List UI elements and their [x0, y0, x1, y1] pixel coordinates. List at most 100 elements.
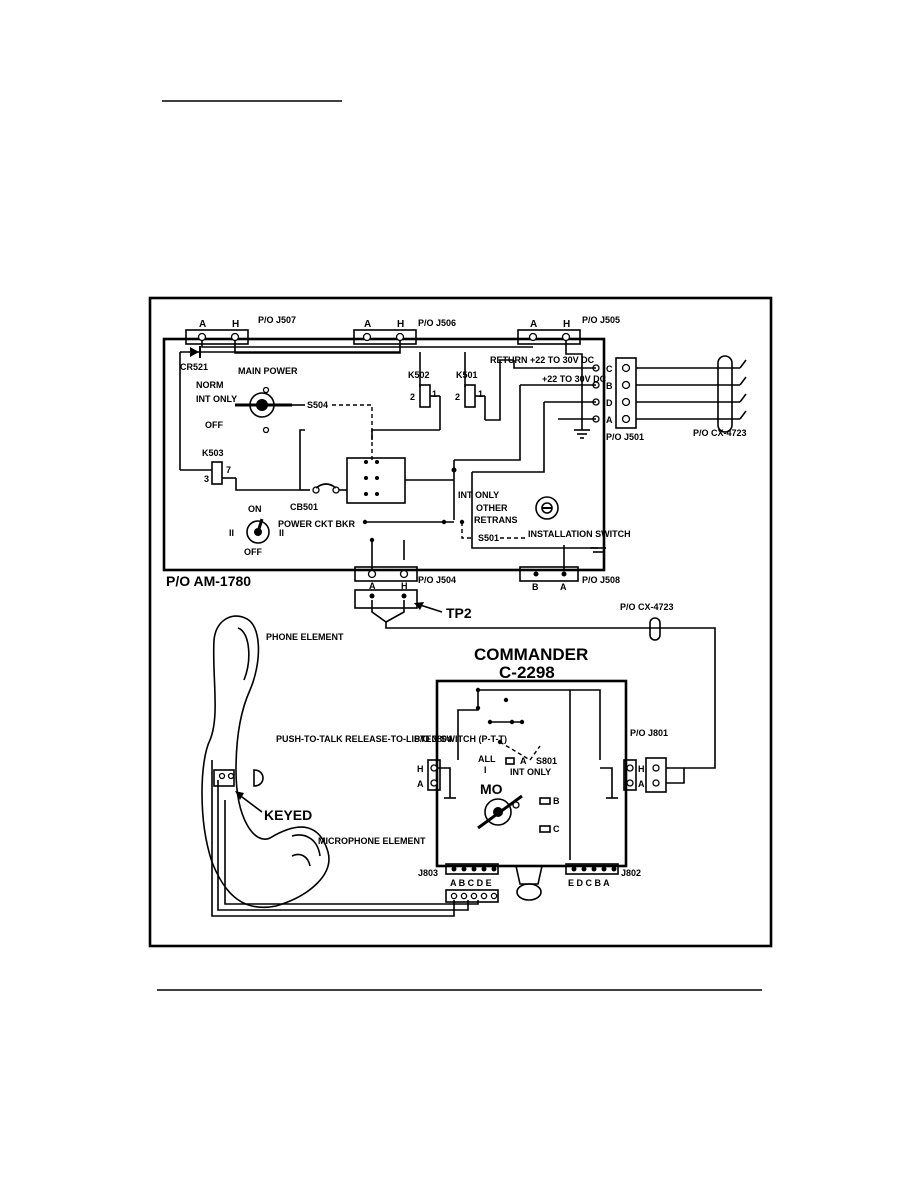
diode-cr521 — [179, 346, 400, 470]
edcba-label: E D C B A — [568, 878, 610, 888]
keyed-label: KEYED — [264, 807, 312, 823]
installation-switch-label: INSTALLATION SWITCH — [528, 529, 631, 539]
j803-label: J803 — [418, 868, 438, 878]
j507-pin-h: H — [232, 319, 239, 330]
j506-pin-a: A — [364, 319, 371, 330]
j804-pin-a: A — [417, 779, 424, 789]
connector-j504 — [354, 566, 418, 609]
connector-j508 — [519, 566, 579, 582]
abcde-label: A B C D E — [450, 878, 492, 888]
j504-pin-h: H — [401, 581, 408, 591]
s504-mechanical-link — [332, 404, 373, 460]
terminal-strip-j802 — [565, 863, 619, 875]
off-label: OFF — [205, 420, 223, 430]
phone-element-label: PHONE ELEMENT — [266, 632, 344, 642]
connector-j501 — [592, 357, 637, 429]
j501-label: P/O J501 — [606, 432, 644, 442]
main-power-label: MAIN POWER — [238, 366, 298, 376]
int-only3-label: INT ONLY — [510, 767, 551, 777]
connector-j507 — [185, 329, 249, 345]
contact-block — [346, 457, 455, 520]
j508-pin-a: A — [560, 582, 567, 592]
j507-pin-a: A — [199, 319, 206, 330]
k501-pin2: 2 — [455, 392, 460, 402]
svg-text:II: II — [229, 528, 234, 538]
int-only2-label: INT ONLY — [458, 490, 499, 500]
commander-wiring — [457, 687, 601, 860]
am1780-label: P/O AM-1780 — [166, 573, 251, 589]
j501-pin-d: D — [606, 398, 613, 408]
tp2-label: TP2 — [446, 605, 472, 621]
sw-b-label: B — [553, 796, 560, 806]
j505-h-ground — [565, 341, 583, 430]
j504-pin-a: A — [369, 581, 376, 591]
j508-pin-b: B — [532, 582, 539, 592]
j804-label: P/O J804 — [414, 734, 452, 744]
am1780-panel — [162, 337, 606, 572]
panel-lamp — [515, 865, 543, 901]
j802-label: J802 — [621, 868, 641, 878]
cx4723-mid-label: P/O CX-4723 — [620, 602, 674, 612]
circuit-breaker-cb501 — [300, 483, 347, 494]
c2298-label: C-2298 — [499, 663, 555, 682]
svg-text:II: II — [279, 528, 284, 538]
j501-pin-b: B — [606, 381, 613, 391]
k503-label: K503 — [202, 448, 224, 458]
cx4723-top-label: P/O CX-4723 — [693, 428, 747, 438]
connector-j506 — [353, 329, 417, 345]
cr521-label: CR521 — [180, 362, 208, 372]
other-label: OTHER — [476, 503, 508, 513]
k503-pin3: 3 — [204, 474, 209, 484]
j505-pin-a: A — [530, 319, 537, 330]
j801-pin-a: A — [638, 779, 645, 789]
j505-label: P/O J505 — [582, 315, 620, 325]
power-ckt-label: POWER CKT BKR — [278, 519, 355, 529]
on-label: ON — [248, 504, 262, 514]
j507-label: P/O J507 — [258, 315, 296, 325]
cable-to-j801 — [385, 622, 716, 769]
s501-top-label: S501 — [478, 533, 499, 543]
installation-switch-knob — [535, 496, 559, 520]
j804-pin-h: H — [417, 764, 424, 774]
k502-pin2: 2 — [410, 392, 415, 402]
selector-switch-s801 — [477, 757, 551, 833]
sw-a-label: A — [520, 756, 527, 766]
k501-pin1: 1 — [478, 389, 483, 399]
outer-frame — [148, 296, 773, 948]
cb501-label: CB501 — [290, 502, 318, 512]
toggle-switch-power: II II — [229, 518, 284, 544]
j506-pin-h: H — [397, 319, 404, 330]
commander-label: COMMANDER — [474, 645, 588, 664]
all-label: ALL — [478, 754, 496, 764]
connector-j804 — [427, 759, 456, 799]
off2-label: OFF — [244, 547, 262, 557]
mo-label: MO — [480, 781, 503, 797]
main-power-switch — [235, 386, 292, 434]
bus-h — [234, 341, 401, 354]
j508-label: P/O J508 — [582, 575, 620, 585]
int-only-label: INT ONLY — [196, 394, 237, 404]
plus22-label: +22 TO 30V DC — [542, 374, 607, 384]
j801-pin-h: H — [638, 764, 645, 774]
k502-label: K502 — [408, 370, 430, 380]
ptt-label: PUSH-TO-TALK RELEASE-TO-LISTEN SWITCH (P… — [276, 734, 507, 744]
relay-k501 — [464, 352, 486, 420]
s504-label: S504 — [307, 400, 328, 410]
j501-pin-c: C — [606, 364, 613, 374]
connector-j505 — [517, 329, 581, 345]
relay-k503 — [180, 461, 300, 491]
relay-k502 — [419, 352, 441, 430]
k501-label: K501 — [456, 370, 478, 380]
connector-j801 — [600, 757, 685, 799]
roman-i-label: I — [484, 765, 487, 775]
return-label: RETURN +22 TO 30V DC — [490, 355, 595, 365]
k503-pin7: 7 — [226, 465, 231, 475]
j501-pin-a: A — [606, 415, 613, 425]
j506-label: P/O J506 — [418, 318, 456, 328]
j504-label: P/O J504 — [418, 575, 456, 585]
sw-c-label: C — [553, 824, 560, 834]
terminal-strip-j803 — [445, 863, 499, 903]
retrans-label: RETRANS — [474, 515, 518, 525]
microphone-label: MICROPHONE ELEMENT — [318, 836, 426, 846]
